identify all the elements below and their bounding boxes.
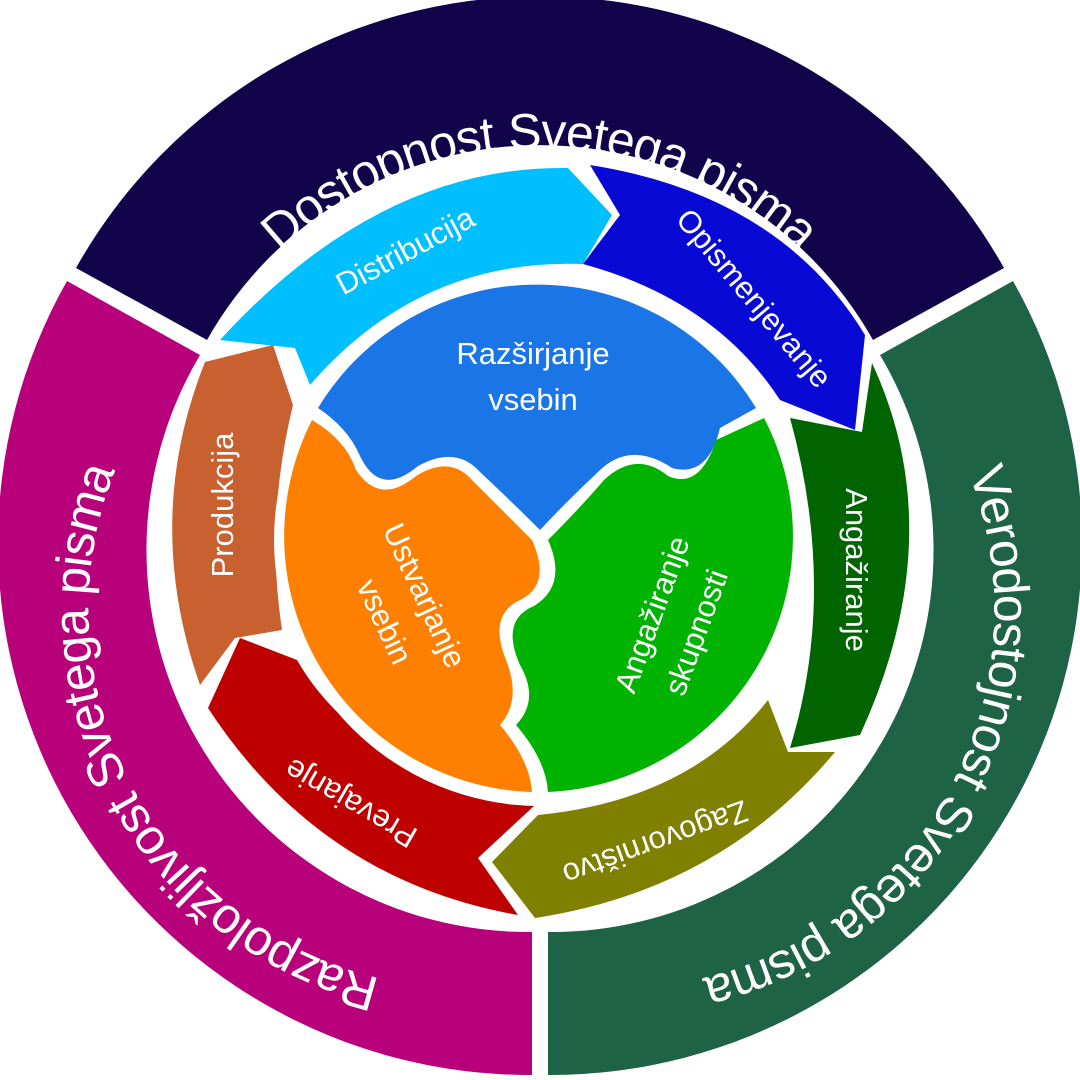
- puzzle-piece-razsirjanje: [318, 284, 756, 530]
- middle-segment-angaziranje: [790, 363, 910, 748]
- middle-segment-zagovornistvo: [492, 700, 835, 918]
- inner-label-razsirjanje: Razširjanje: [456, 336, 609, 371]
- puzzle-piece-ustvarjanje: [284, 420, 540, 792]
- middle-segment-opismenjevanje: [583, 165, 865, 430]
- middle-segment-distribucija: [220, 167, 612, 385]
- middle-ring: [172, 165, 910, 918]
- outer-segment-dostopnost: [76, 0, 1004, 340]
- outer-segment-verodostojnost: [548, 281, 1080, 1076]
- puzzle-piece-angaziranje-skupnosti: [512, 418, 793, 792]
- middle-label-produkcija: Produkcija: [205, 432, 240, 577]
- outer-segment-razpolozljivost: [0, 281, 532, 1076]
- middle-label-angaziranje: Angažiranje: [839, 488, 874, 652]
- middle-segment-produkcija: [172, 345, 293, 685]
- middle-segment-prevajanje: [208, 638, 535, 915]
- inner-label-razsirjanje-line2: vsebin: [488, 382, 578, 417]
- inner-puzzle: [274, 274, 806, 806]
